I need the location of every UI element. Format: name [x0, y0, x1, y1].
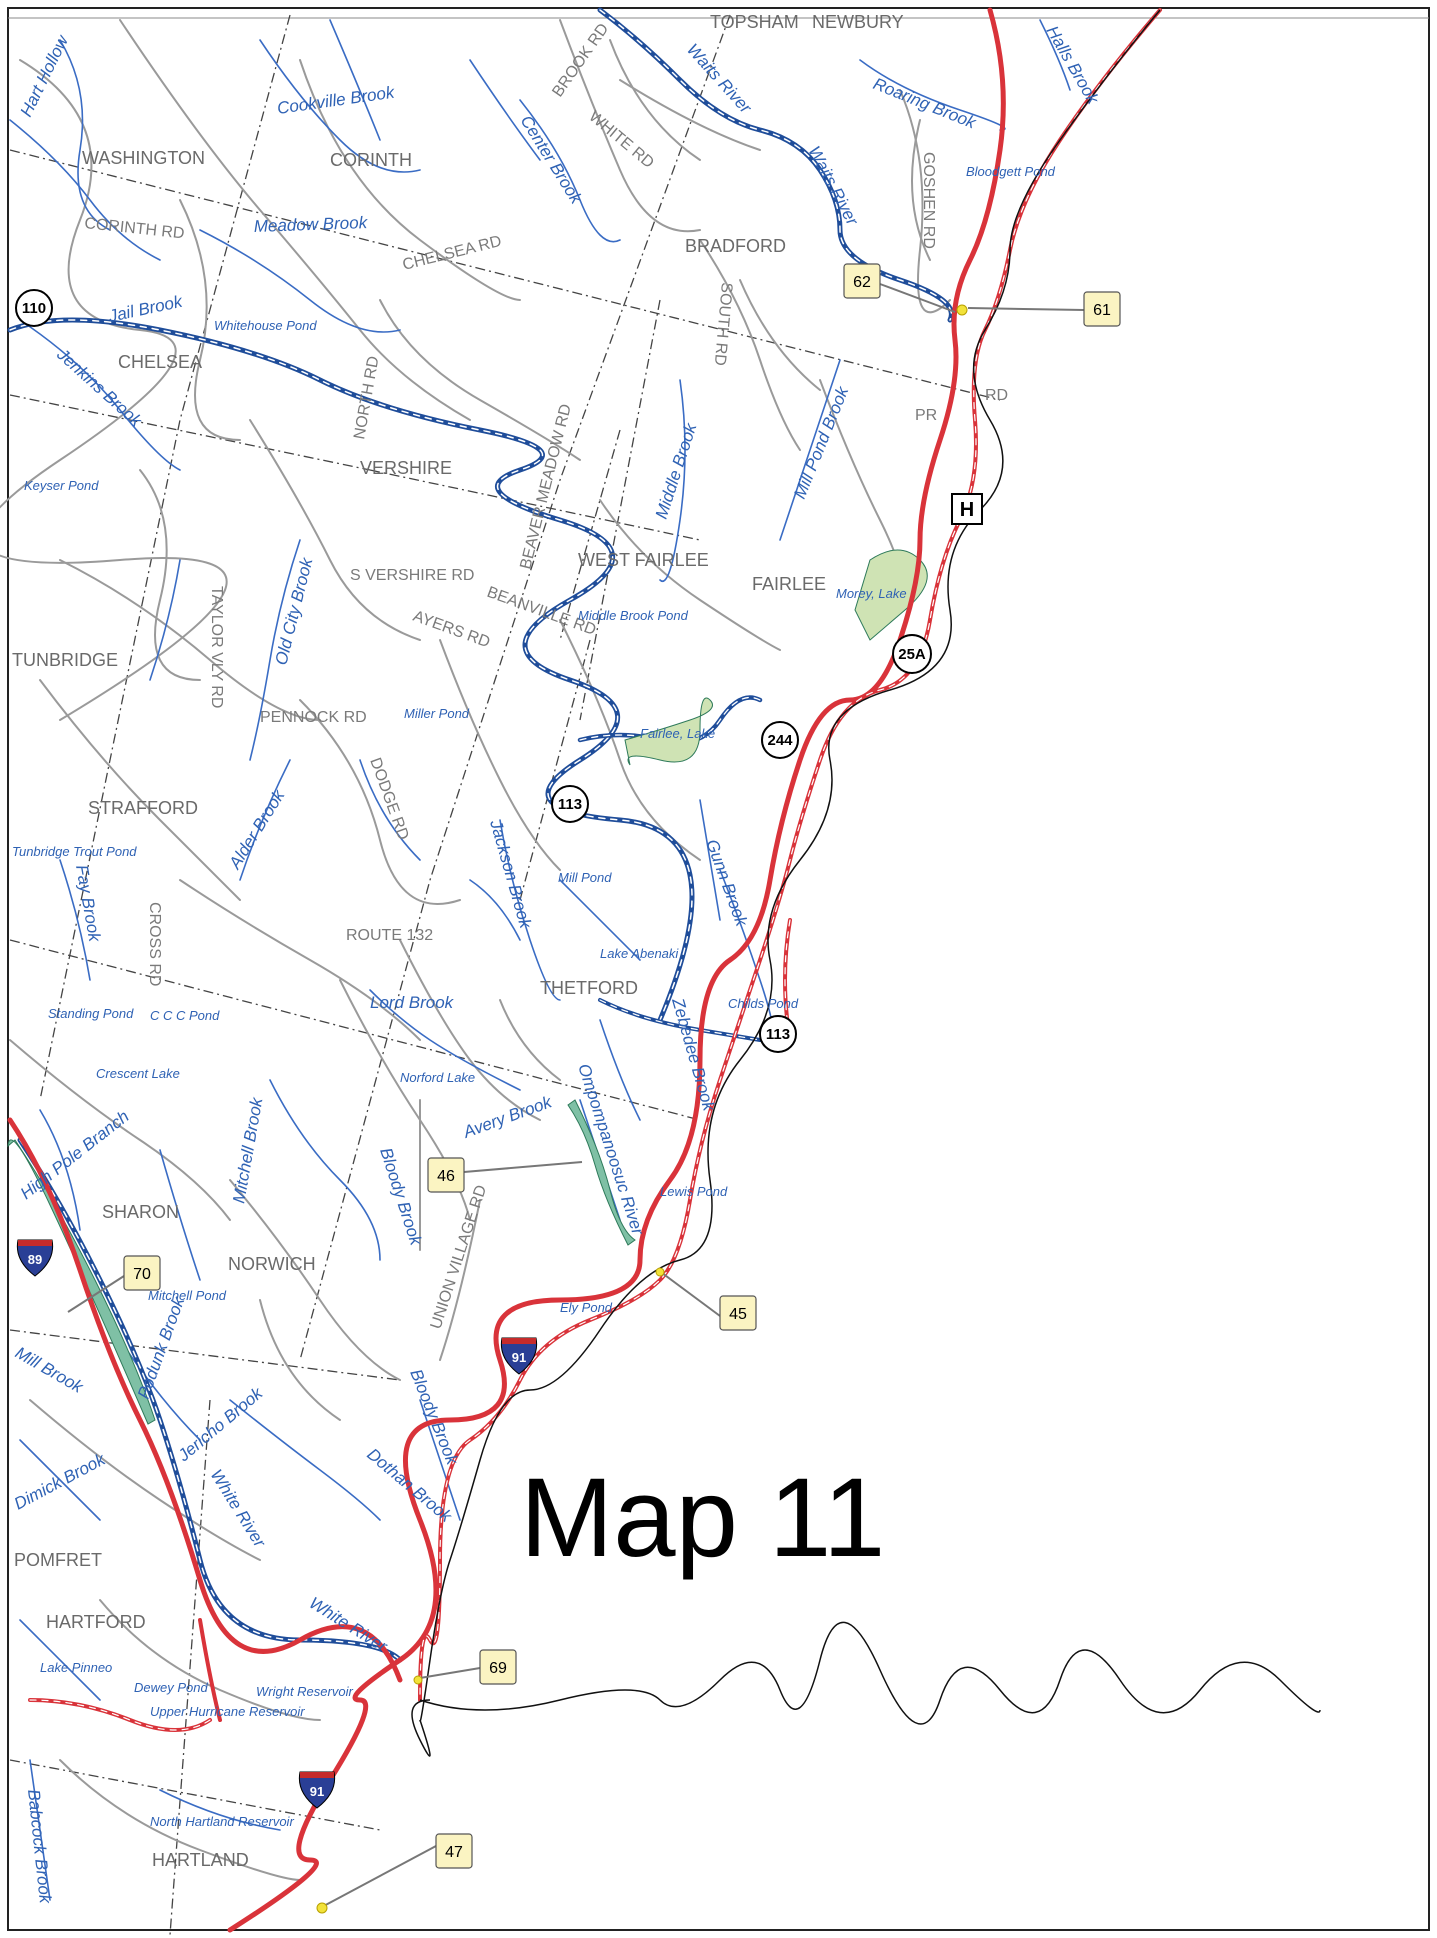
svg-text:89: 89 — [28, 1252, 42, 1267]
map-title: Map 11 — [520, 1455, 885, 1580]
interstate-shield-91-south: 91 — [298, 1771, 336, 1809]
callout-45[interactable]: 45 — [719, 1295, 757, 1331]
road-route-132: ROUTE 132 — [346, 927, 433, 944]
town-tunbridge: TUNBRIDGE — [12, 650, 118, 670]
route-shield-113-south: 113 — [759, 1015, 797, 1053]
label-c-c-c-pond: C C C Pond — [150, 1008, 220, 1023]
label-lord-brook: Lord Brook — [370, 993, 455, 1012]
streams — [9, 19, 1071, 1901]
white-river-shading — [7, 1139, 156, 1425]
town-west-fairlee: WEST FAIRLEE — [578, 550, 709, 570]
label-childs-pond: Childs Pond — [728, 996, 799, 1011]
label-mitchell-pond: Mitchell Pond — [148, 1288, 227, 1303]
town-pomfret: POMFRET — [14, 1550, 102, 1570]
fairlee-lake-shape — [624, 697, 713, 766]
town-chelsea: CHELSEA — [118, 352, 202, 372]
callout-62[interactable]: 62 — [843, 263, 881, 299]
label-miller-pond: Miller Pond — [404, 706, 470, 721]
callout-61[interactable]: 61 — [1083, 291, 1121, 327]
label-lewis-pond: Lewis Pond — [660, 1184, 728, 1199]
svg-text:46: 46 — [437, 1168, 455, 1185]
town-thetford: THETFORD — [540, 978, 638, 998]
svg-text:45: 45 — [729, 1306, 747, 1323]
ompompanoosuc-shading — [567, 1099, 636, 1246]
callout-70[interactable]: 70 — [123, 1255, 161, 1291]
road-pr: PR — [915, 407, 937, 424]
road-rd: RD — [985, 387, 1008, 404]
road-s-vershire-rd: S VERSHIRE RD — [350, 567, 474, 584]
svg-text:69: 69 — [489, 1660, 507, 1677]
callout-47[interactable]: 47 — [435, 1833, 473, 1869]
label-mill-pond: Mill Pond — [558, 870, 612, 885]
svg-text:H: H — [960, 499, 974, 521]
label-norford-lake: Norford Lake — [400, 1070, 475, 1085]
town-newbury: NEWBURY — [812, 12, 904, 32]
label-lake-pinneo: Lake Pinneo — [40, 1660, 112, 1675]
interstate-shield-89: 89 — [16, 1239, 54, 1277]
town-topsham: TOPSHAM — [710, 12, 799, 32]
svg-text:91: 91 — [310, 1784, 324, 1799]
road-cross-rd: CROSS RD — [146, 902, 163, 986]
svg-text:113: 113 — [766, 1026, 790, 1043]
route-shield-244: 244 — [761, 721, 799, 759]
svg-text:244: 244 — [767, 732, 793, 749]
svg-text:70: 70 — [133, 1266, 151, 1283]
label-upper-hurricane-reservoir: Upper Hurricane Reservoir — [150, 1704, 305, 1719]
label-wright-reservoir: Wright Reservoir — [256, 1684, 353, 1699]
label-standing-pond: Standing Pond — [48, 1006, 134, 1021]
morey-lake-shape — [854, 549, 928, 641]
water-bodies — [7, 549, 928, 1425]
road-goshen-rd: GOSHEN RD — [920, 152, 937, 249]
town-labels: TOPSHAM NEWBURY WASHINGTON CORINTH BRADF… — [12, 12, 904, 1870]
town-hartland: HARTLAND — [152, 1850, 249, 1870]
label-keyser-pond: Keyser Pond — [24, 478, 99, 493]
town-corinth: CORINTH — [330, 150, 412, 170]
callout-leaders — [67, 283, 1085, 1909]
label-whitehouse-pond: Whitehouse Pond — [214, 318, 317, 333]
callouts: 61 62 45 46 47 69 70 — [123, 263, 1121, 1869]
label-fairlee-lake: Fairlee, Lake — [640, 726, 715, 741]
callout-46[interactable]: 46 — [427, 1157, 465, 1193]
svg-text:113: 113 — [558, 796, 582, 813]
label-bloodgett-pond: Bloodgett Pond — [966, 164, 1056, 179]
svg-text:110: 110 — [22, 300, 46, 317]
callout-69[interactable]: 69 — [479, 1649, 517, 1685]
svg-text:91: 91 — [512, 1350, 526, 1365]
label-tunbridge-trout-pond: Tunbridge Trout Pond — [12, 844, 137, 859]
road-taylor-vly-rd: TAYLOR VLY RD — [208, 586, 225, 708]
route-shield-110: 110 — [15, 289, 53, 327]
town-bradford: BRADFORD — [685, 236, 786, 256]
town-vershire: VERSHIRE — [360, 458, 452, 478]
label-morey-lake: Morey, Lake — [836, 586, 907, 601]
town-strafford: STRAFFORD — [88, 798, 198, 818]
town-fairlee: FAIRLEE — [752, 574, 826, 594]
route-shield-113-north: 113 — [551, 785, 589, 823]
label-lake-abenaki: Lake Abenaki — [600, 946, 679, 961]
town-hartford: HARTFORD — [46, 1612, 146, 1632]
label-middle-brook-pond: Middle Brook Pond — [578, 608, 689, 623]
town-sharon: SHARON — [102, 1202, 179, 1222]
state-boundary — [411, 9, 1321, 1757]
hospital-icon: H — [951, 493, 983, 525]
svg-text:62: 62 — [853, 274, 871, 291]
state-route-shields: 110 25A 244 113 113 — [15, 289, 932, 1053]
pond-labels: Bloodgett Pond Whitehouse Pond Keyser Po… — [12, 164, 1056, 1829]
label-meadow-brook: Meadow Brook — [253, 213, 368, 236]
town-norwich: NORWICH — [228, 1254, 316, 1274]
town-washington: WASHINGTON — [82, 148, 205, 168]
route-shield-25a: 25A — [892, 634, 932, 674]
interstate-shields: 89 91 91 — [16, 1239, 538, 1809]
interstate-shield-91-north: 91 — [500, 1337, 538, 1375]
label-ely-pond: Ely Pond — [560, 1300, 613, 1315]
label-dewey-pond: Dewey Pond — [134, 1680, 208, 1695]
label-north-hartland-reservoir: North Hartland Reservoir — [150, 1814, 294, 1829]
svg-text:61: 61 — [1093, 302, 1111, 319]
local-roads — [0, 19, 951, 1881]
svg-text:47: 47 — [445, 1844, 463, 1861]
road-pennock-rd: PENNOCK RD — [260, 709, 367, 726]
label-crescent-lake: Crescent Lake — [96, 1066, 180, 1081]
site-markers — [316, 304, 968, 1914]
svg-text:25A: 25A — [898, 646, 926, 663]
